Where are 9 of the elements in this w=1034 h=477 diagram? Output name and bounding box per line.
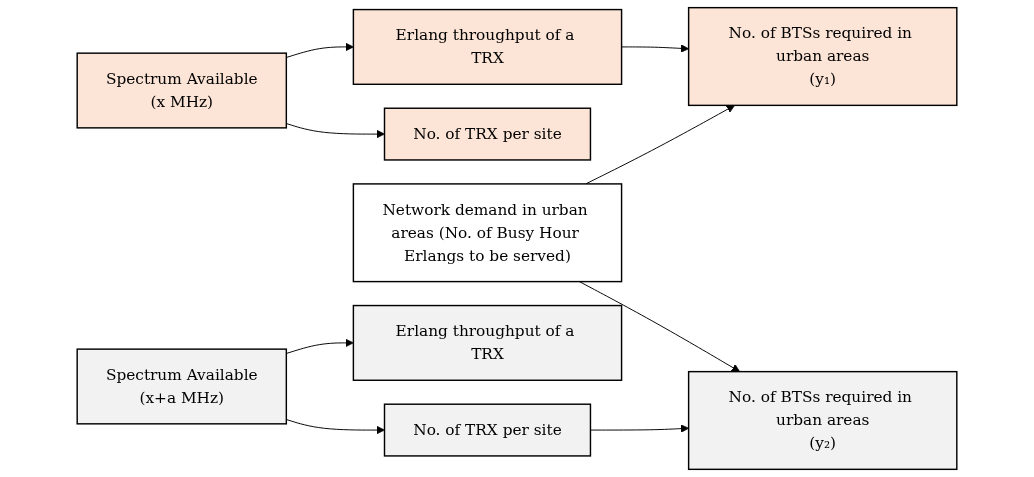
node-box: No. of TRX per site (383, 403, 592, 457)
node-box: Network demand in urban areas (No. of Busy Hour Erlangs to be served) (352, 183, 623, 283)
node-box: No. of BTSs required in urban areas (y₂) (687, 370, 958, 471)
node-box: Erlang throughput of a TRX (352, 304, 623, 381)
node-box: Erlang throughput of a TRX (352, 8, 623, 85)
node-box: Spectrum Available (x MHz) (76, 52, 288, 129)
node-box: Spectrum Available (x+a MHz) (76, 348, 288, 425)
node-box: No. of BTSs required in urban areas (y₁) (687, 6, 958, 107)
node-box: No. of TRX per site (383, 107, 592, 161)
